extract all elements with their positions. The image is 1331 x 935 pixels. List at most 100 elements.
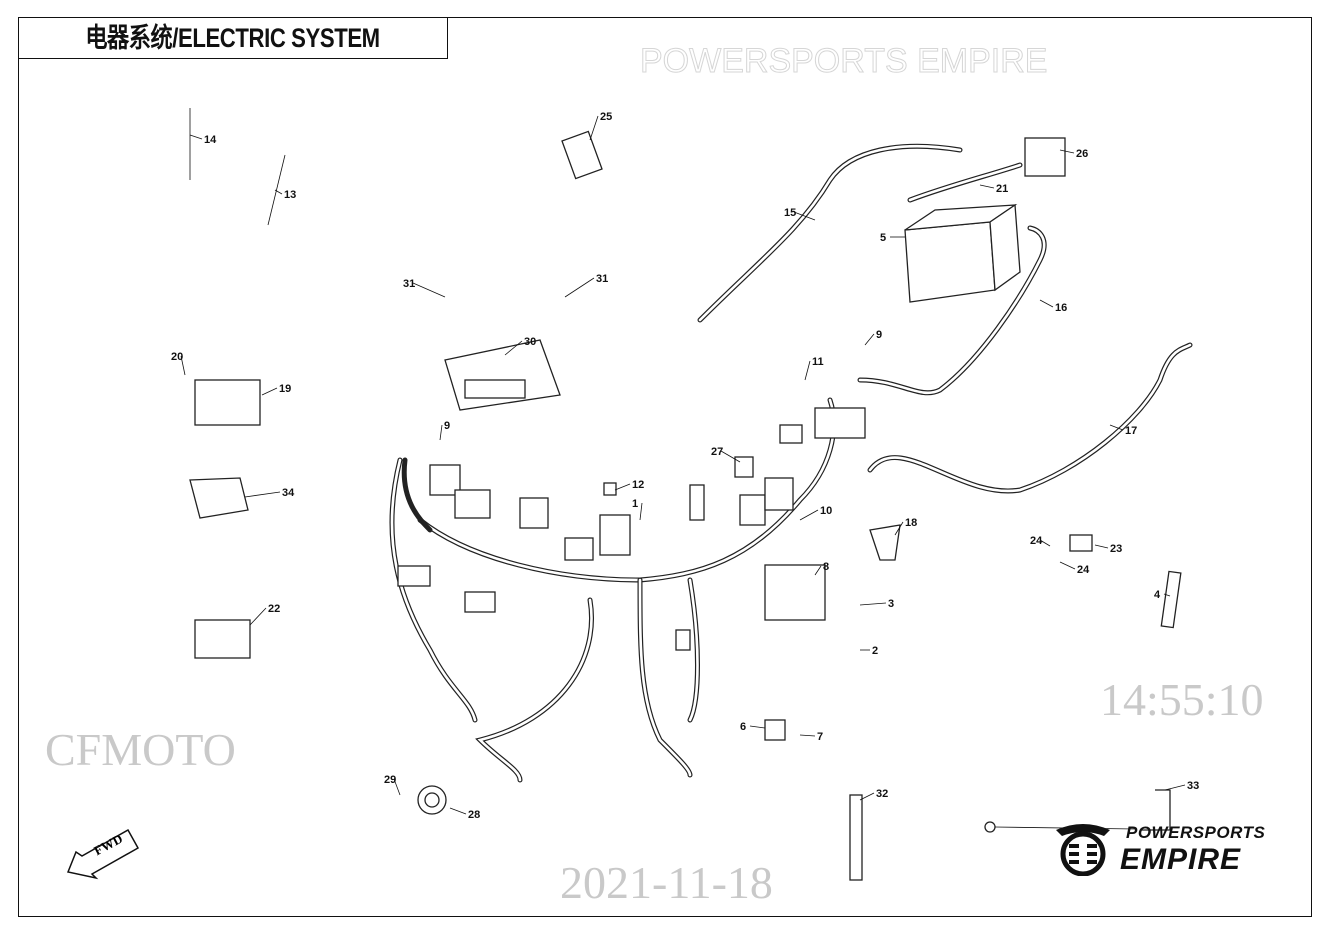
callout-8: 8 bbox=[823, 561, 829, 573]
callout-15: 15 bbox=[784, 207, 796, 219]
strap-4 bbox=[1160, 570, 1182, 629]
sensor-23 bbox=[1069, 534, 1093, 552]
page-title: 电器系统/ELECTRIC SYSTEM bbox=[85, 22, 381, 53]
callout-6: 6 bbox=[740, 721, 746, 733]
leader-line bbox=[564, 277, 595, 298]
leader-line bbox=[439, 424, 443, 441]
callout-16: 16 bbox=[1055, 302, 1067, 314]
bracket-cover bbox=[189, 477, 249, 519]
leader-line bbox=[412, 282, 446, 298]
callout-7: 7 bbox=[817, 731, 823, 743]
callout-26: 26 bbox=[1076, 148, 1088, 160]
cable-tie-13 bbox=[267, 154, 286, 226]
callout-12: 12 bbox=[632, 479, 644, 491]
leader-line bbox=[894, 521, 904, 536]
title-box: 电器系统/ELECTRIC SYSTEM bbox=[18, 17, 448, 59]
callout-29: 29 bbox=[384, 774, 396, 786]
leader-line bbox=[749, 725, 766, 729]
callout-14: 14 bbox=[204, 134, 217, 146]
arrow-icon bbox=[66, 828, 140, 880]
leader-line bbox=[504, 340, 523, 356]
leader-line bbox=[393, 778, 401, 796]
callout-2: 2 bbox=[872, 645, 878, 657]
callout-1: 1 bbox=[632, 498, 638, 510]
callout-24: 24 bbox=[1077, 564, 1090, 576]
callout-11: 11 bbox=[812, 356, 824, 368]
sensor-18 bbox=[869, 524, 901, 561]
callout-31: 31 bbox=[596, 273, 608, 285]
forward-direction-arrow: FWD bbox=[66, 824, 146, 880]
callout-3: 3 bbox=[888, 598, 894, 610]
callout-10: 10 bbox=[820, 505, 832, 517]
leader-line bbox=[814, 565, 822, 576]
leader-line bbox=[1164, 784, 1186, 791]
leader-line bbox=[614, 483, 631, 491]
callout-28: 28 bbox=[468, 809, 480, 821]
leader-line bbox=[979, 184, 995, 189]
battery bbox=[904, 203, 1021, 303]
leader-line bbox=[799, 509, 819, 521]
leader-line bbox=[1059, 149, 1075, 154]
main-wire-harness bbox=[389, 397, 837, 783]
callout-27: 27 bbox=[711, 446, 723, 458]
watermark-date: 2021-11-18 bbox=[560, 857, 773, 908]
leader-line bbox=[720, 450, 741, 463]
hose-32 bbox=[849, 794, 863, 881]
leader-line bbox=[261, 387, 278, 396]
callout-21: 21 bbox=[996, 183, 1008, 195]
callout-4: 4 bbox=[1154, 589, 1161, 601]
leader-line bbox=[1039, 539, 1051, 547]
fuse-cover bbox=[561, 130, 603, 180]
callout-9: 9 bbox=[444, 420, 450, 432]
callout-31: 31 bbox=[403, 278, 415, 290]
callout-20: 20 bbox=[171, 351, 183, 363]
callout-17: 17 bbox=[1125, 425, 1137, 437]
callout-13: 13 bbox=[284, 189, 296, 201]
callout-25: 25 bbox=[600, 111, 612, 123]
ecu bbox=[444, 339, 561, 411]
leader-line bbox=[1163, 593, 1171, 597]
drawing-frame bbox=[18, 17, 1312, 917]
leader-line bbox=[859, 602, 887, 606]
relay-box bbox=[194, 619, 251, 659]
leader-line bbox=[1094, 544, 1109, 549]
leader-line bbox=[864, 333, 875, 346]
leader-line bbox=[639, 502, 643, 521]
callout-24: 24 bbox=[1030, 535, 1043, 547]
leader-line bbox=[274, 189, 283, 195]
leader-line bbox=[804, 360, 811, 381]
regulator-rectifier bbox=[764, 564, 826, 621]
part-6 bbox=[764, 719, 786, 741]
starter-relay bbox=[1024, 137, 1066, 177]
leader-line bbox=[1059, 561, 1076, 570]
callout-23: 23 bbox=[1110, 543, 1122, 555]
leader-line bbox=[793, 211, 816, 221]
connectors bbox=[397, 407, 866, 651]
empire-emblem-icon bbox=[1056, 824, 1110, 876]
callout-18: 18 bbox=[905, 517, 917, 529]
watermark-brand: POWERSPORTS EMPIRE bbox=[640, 42, 1047, 80]
callout-30: 30 bbox=[524, 336, 536, 348]
logo-line1: POWERSPORTS bbox=[1126, 823, 1266, 842]
watermark-time: 14:55:10 bbox=[1100, 674, 1264, 725]
callout-34: 34 bbox=[282, 487, 295, 499]
callout-19: 19 bbox=[279, 383, 291, 395]
callout-32: 32 bbox=[876, 788, 888, 800]
leader-line bbox=[1109, 424, 1124, 431]
leader-line bbox=[244, 491, 281, 498]
callout-22: 22 bbox=[268, 603, 280, 615]
callout-5: 5 bbox=[880, 232, 886, 244]
leader-line bbox=[449, 807, 467, 815]
watermark-maker: CFMOTO bbox=[45, 724, 236, 775]
leader-line bbox=[180, 355, 186, 376]
logo-line2: EMPIRE bbox=[1120, 843, 1242, 876]
powersports-empire-logo: POWERSPORTS EMPIRE bbox=[1052, 822, 1292, 880]
leader-line bbox=[859, 792, 875, 801]
leader-line bbox=[189, 134, 203, 140]
leader-line bbox=[799, 734, 816, 737]
leader-line bbox=[249, 607, 267, 626]
